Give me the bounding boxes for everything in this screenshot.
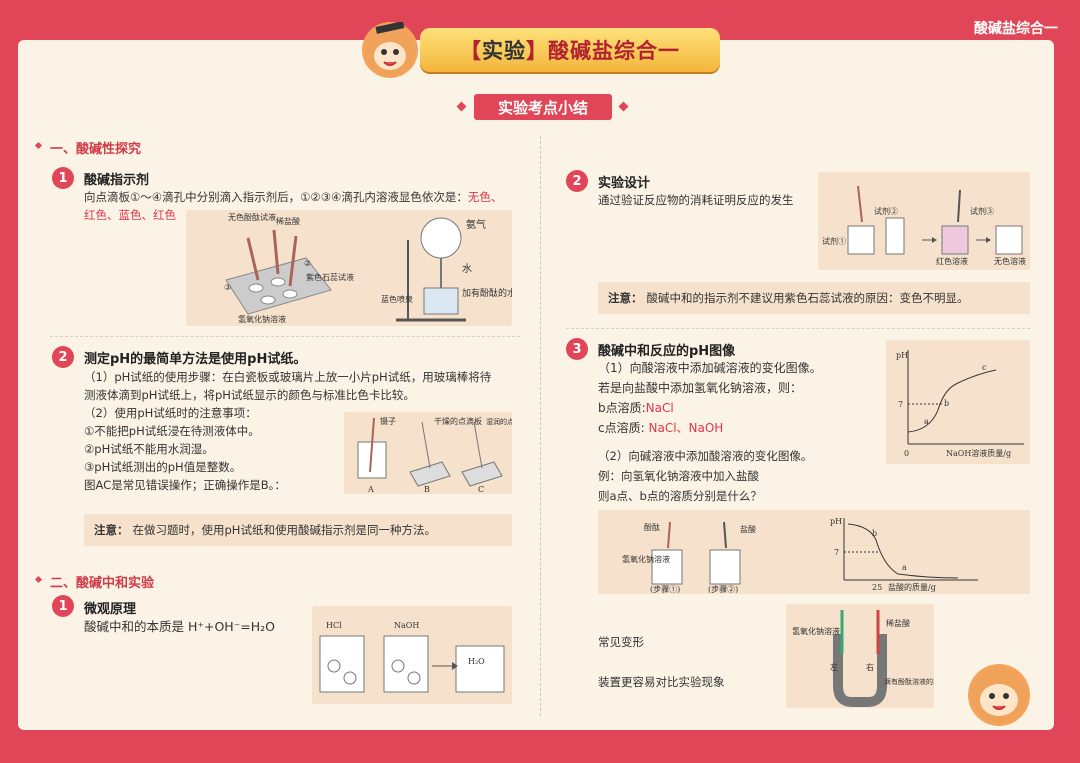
svg-text:盐酸的质量/g: 盐酸的质量/g [888,582,936,592]
note-box: 注意：在做习题时，使用pH试纸和使用酸碱指示剂是同一种方法。 [84,514,512,546]
title-banner: 【实验】酸碱盐综合一 [420,28,720,72]
svg-text:水: 水 [462,263,472,275]
corner-title: 酸碱盐综合一 [974,21,1058,37]
ph-graph-text-2: （2）向碱溶液中添加酸溶液的变化图像。 例：向氢氧化钠溶液中加入盐酸 则a点、b… [598,449,813,503]
svg-text:H₂O: H₂O [468,657,485,666]
section-heading-1: 一、酸碱性探究 [50,142,142,157]
ph-steps: （1）pH试纸的使用步骤：在白瓷板或玻璃片上放一小片pH试纸，用玻璃棒将待 测液… [84,370,492,492]
svg-text:无色酚酞试液: 无色酚酞试液 [228,212,276,222]
separator [566,328,1030,329]
svg-text:c: c [982,363,987,372]
item-text: 通过验证反应物的消耗证明反应的发生 [598,193,794,207]
note-box: 注意：酸碱中和的指示剂不建议用紫色石蕊试液的原因：变色不明显。 [598,282,1030,314]
svg-text:pH: pH [896,351,908,360]
page-title: 【实验】酸碱盐综合一 [460,39,680,63]
svg-text:左: 左 [830,662,838,672]
ph-graph-text: （1）向酸溶液中添加碱溶液的变化图像。 若是向盐酸中添加氢氧化钠溶液，则： b点… [598,361,822,435]
svg-text:(步骤①): (步骤①) [650,585,680,594]
u-tube-figure: 氢氧化钠溶液 稀盐酸 左 右 滴有酚酞溶液的蒸馏水 [786,604,934,708]
svg-text:C: C [478,485,484,494]
svg-text:干燥的点滴板: 干燥的点滴板 [434,416,482,426]
svg-text:加有酚酞的水: 加有酚酞的水 [462,287,512,299]
svg-text:0: 0 [904,449,909,458]
svg-text:右: 右 [866,662,874,672]
svg-text:试剂①: 试剂① [822,236,846,246]
svg-text:无色溶液: 无色溶液 [994,256,1026,266]
svg-text:b: b [872,529,877,538]
svg-text:b: b [944,399,949,408]
svg-text:a: a [924,417,929,426]
svg-text:氢氧化钠溶液: 氢氧化钠溶液 [792,626,840,636]
item-number: 2 [52,346,74,368]
svg-text:湿润的点滴板: 湿润的点滴板 [486,417,512,426]
svg-text:盐酸: 盐酸 [740,524,756,534]
svg-text:pH: pH [830,517,842,526]
svg-text:试剂③: 试剂③ [970,206,994,216]
ph-paper-figure: A B C 镊子 干燥的点滴板 湿润的点滴板 [344,412,512,494]
micro-figure: HCl NaOH H₂O [312,606,512,704]
section-subtitle: 实验考点小结 [474,94,612,120]
variant-desc: 装置更容易对比实验现象 [598,675,725,689]
svg-text:HCl: HCl [326,621,342,630]
svg-text:25: 25 [872,583,882,592]
mascot-icon [968,664,1030,726]
item-heading: 测定pH的最简单方法是使用pH试纸。 [84,352,307,367]
svg-text:NaOH溶液质量/g: NaOH溶液质量/g [946,448,1011,458]
item-heading: 实验设计 [598,176,651,191]
separator [50,336,520,337]
svg-text:稀盐酸: 稀盐酸 [886,618,910,628]
svg-text:(步骤②): (步骤②) [708,585,738,594]
design-figure: 试剂① 试剂② 试剂③ 红色溶液 无色溶液 [818,172,1030,270]
neutralization-equation: 酸碱中和的本质是 H⁺+OH⁻=H₂O [84,619,276,634]
svg-text:a: a [902,563,907,572]
item-heading: 酸碱指示剂 [84,173,150,188]
mascot-icon [362,21,418,78]
svg-text:7: 7 [834,548,839,557]
svg-text:试剂②: 试剂② [874,206,898,216]
svg-text:B: B [424,485,430,494]
item-number: 1 [52,595,74,617]
svg-text:②: ② [304,259,311,268]
item-number: 2 [566,170,588,192]
svg-text:NaOH: NaOH [394,621,419,630]
section-heading-2: 二、酸碱中和实验 [50,576,155,591]
svg-text:紫色石蕊试液: 紫色石蕊试液 [306,272,354,282]
ph-graph-2-figure: 酚酞 盐酸 氢氧化钠溶液 (步骤①) (步骤②) pH 7 25 盐酸的质量/g… [598,510,1030,594]
item-number: 1 [52,167,74,189]
ph-graph-1: pH 7 0 NaOH溶液质量/g a b c [886,340,1030,464]
indicator-figure: 无色酚酞试液 稀盐酸 紫色石蕊试液 氢氧化钠溶液 ② ③ 氨气 水 蓝色喷泉 加… [186,210,512,326]
svg-text:氢氧化钠溶液: 氢氧化钠溶液 [238,314,286,324]
column-divider [540,136,541,716]
svg-text:稀盐酸: 稀盐酸 [276,216,300,226]
item-text: 向点滴板①～④滴孔中分别滴入指示剂后，①②③④滴孔内溶液显色依次是：无色、 红色… [84,190,503,222]
svg-text:酚酞: 酚酞 [644,522,660,532]
svg-text:镊子: 镊子 [380,416,396,426]
svg-text:氢氧化钠溶液: 氢氧化钠溶液 [622,554,670,564]
svg-text:滴有酚酞溶液的蒸馏水: 滴有酚酞溶液的蒸馏水 [884,677,934,686]
svg-text:蓝色喷泉: 蓝色喷泉 [381,294,413,304]
svg-text:A: A [367,485,374,494]
item-heading: 微观原理 [84,602,137,617]
svg-text:7: 7 [898,400,903,409]
svg-text:氨气: 氨气 [466,218,486,231]
item-heading: 酸碱中和反应的pH图像 [598,344,736,359]
item-number: 3 [566,338,588,360]
svg-text:③: ③ [224,283,231,292]
variant-label: 常见变形 [598,635,644,649]
svg-text:红色溶液: 红色溶液 [936,256,968,266]
